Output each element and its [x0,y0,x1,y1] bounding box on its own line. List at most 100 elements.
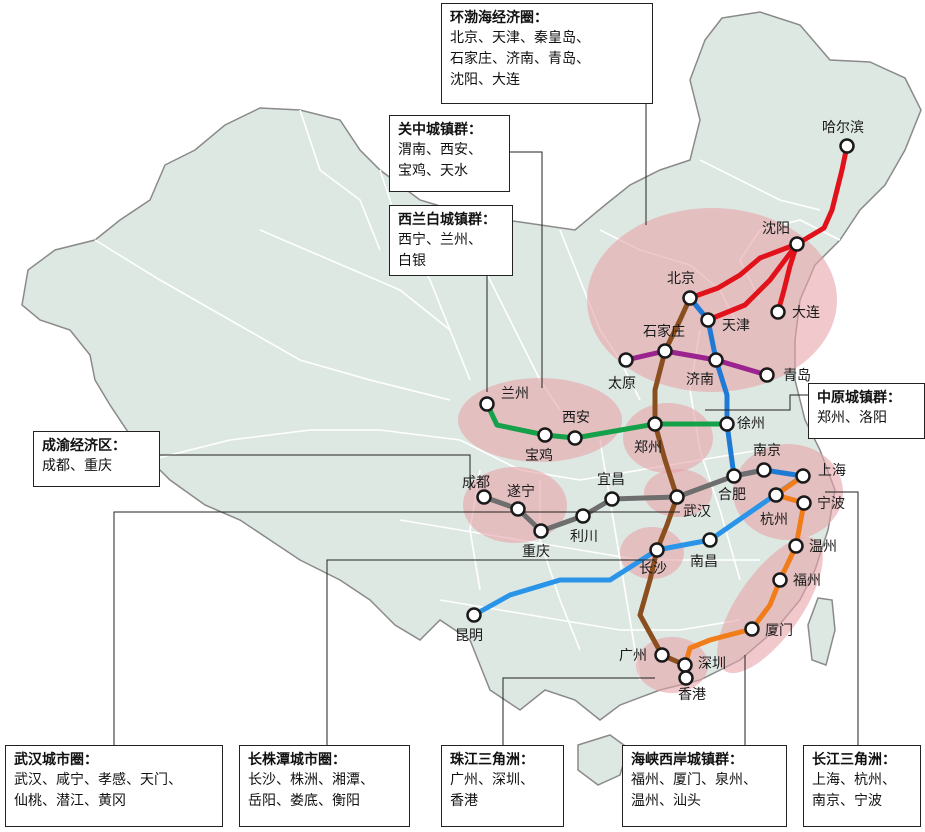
marker-qingdao [759,367,775,383]
region-zhongyuan [623,403,713,473]
marker-yichang [604,491,620,507]
city-labels: 哈尔滨 沈阳 大连 北京 天津 石家庄 太原 济南 青岛 徐州 郑州 西安 宝鸡… [455,120,864,703]
label-xuzhou: 徐州 [737,416,765,432]
label-guangzhou: 广州 [619,648,647,664]
callout-title: 海峡西岸城镇群： [631,752,743,768]
callout-body: 成都、重庆 [42,456,151,477]
marker-zhengzhou [647,416,663,432]
label-hongkong: 香港 [678,687,706,703]
label-chongqing: 重庆 [522,544,550,560]
callout-body: 广州、深圳、 香港 [450,770,555,812]
callout-line: 仙桃、潜江、黄冈 [14,793,126,809]
taiwan-island [807,597,836,666]
callout-line: 白银 [398,253,426,269]
marker-hongkong [678,670,694,686]
callout-huanbohai: 环渤海经济圈： 北京、天津、秦皇岛、 石家庄、济南、青岛、 沈阳、大连 [441,3,653,104]
callout-zhongyuan: 中原城镇群： 郑州、洛阳 [808,383,925,439]
label-ningbo: 宁波 [817,495,845,512]
callout-xilanbai: 西兰白城镇群： 西宁、兰州、 白银 [389,205,513,276]
label-lanzhou: 兰州 [501,386,529,402]
marker-xiamen [744,621,760,637]
callout-title: 珠江三角洲： [450,752,534,768]
label-nanchang: 南昌 [690,554,718,570]
callout-line: 福州、厦门、泉州、 [631,772,757,788]
callout-body: 郑州、洛阳 [817,408,916,429]
callout-line: 广州、深圳、 [450,772,534,788]
label-nanjing: 南京 [753,443,781,459]
label-changsha: 长沙 [639,561,667,577]
callout-title: 环渤海经济圈： [450,10,548,26]
callout-line: 武汉、咸宁、孝感、天门、 [14,772,182,788]
label-xian: 西安 [562,410,590,426]
callout-zhujiang: 珠江三角洲： 广州、深圳、 香港 [441,745,564,827]
callout-changzhutan: 长株潭城市圈： 长沙、株洲、湘潭、 岳阳、娄底、衡阳 [239,745,410,827]
marker-nanchang [702,532,718,548]
line-shanghai-shenzhen [682,473,807,681]
callout-title: 中原城镇群： [817,390,901,406]
label-wenzhou: 温州 [809,539,837,555]
marker-chongqing [533,523,549,539]
marker-kunming [466,607,482,623]
callout-changjiang: 长江三角洲： 上海、杭州、 南京、宁波 [803,745,921,827]
callout-body: 北京、天津、秦皇岛、 石家庄、济南、青岛、 沈阳、大连 [450,28,644,91]
callout-line: 郑州、洛阳 [817,410,887,426]
hainan-island [577,734,629,786]
marker-taiyuan [618,352,634,368]
marker-xian [567,430,583,446]
callout-title: 长江三角洲： [812,752,896,768]
marker-guangzhou [654,647,670,663]
callout-wuhan: 武汉城市圈： 武汉、咸宁、孝感、天门、 仙桃、潜江、黄冈 [5,745,223,827]
label-shenzhen: 深圳 [698,656,726,672]
callout-line: 西宁、兰州、 [398,232,482,248]
callout-body: 长沙、株洲、湘潭、 岳阳、娄底、衡阳 [248,770,401,812]
callout-body: 武汉、咸宁、孝感、天门、 仙桃、潜江、黄冈 [14,770,214,812]
callout-chengyu: 成渝经济区： 成都、重庆 [33,431,160,487]
label-shenyang: 沈阳 [762,221,790,237]
line-taiyuan-qingdao [623,348,770,378]
marker-wenzhou [788,538,804,554]
label-hangzhou: 杭州 [760,512,788,528]
marker-jinan [708,352,724,368]
marker-shenyang [789,236,805,252]
line-lanzhou-xuzhou [484,401,730,441]
marker-changsha [649,542,665,558]
label-harbin: 哈尔滨 [822,120,864,136]
callout-line: 香港 [450,793,478,809]
callout-line: 北京、天津、秦皇岛、 [450,30,590,46]
callout-line: 石家庄、济南、青岛、 [450,51,590,67]
label-wuhan: 武汉 [683,504,711,520]
callout-title: 成渝经济区： [42,438,126,454]
callout-line: 温州、汕头 [631,793,701,809]
callout-guanzhong: 关中城镇群： 渭南、西安、 宝鸡、天水 [389,115,510,192]
callout-body: 福州、厦门、泉州、 温州、汕头 [631,770,778,812]
callout-line: 渭南、西安、 [398,142,482,158]
marker-hangzhou [768,487,784,503]
marker-suining [510,501,526,517]
city-markers [466,138,855,686]
line-kunming-shanghai [471,473,806,618]
label-tianjin: 天津 [722,318,750,334]
marker-shenzhen [677,657,693,673]
label-jinan: 济南 [686,372,714,388]
callout-title: 西兰白城镇群： [398,212,496,228]
marker-ningbo [796,495,812,511]
marker-xuzhou [719,416,735,432]
callout-title: 武汉城市圈： [14,752,98,768]
marker-nanjing [756,462,772,478]
marker-beijing [682,290,698,306]
callout-title: 关中城镇群： [398,122,482,138]
marker-lichuan [575,508,591,524]
label-taiyuan: 太原 [608,376,636,392]
label-shanghai: 上海 [818,463,846,479]
marker-lanzhou [479,396,495,412]
label-qingdao: 青岛 [783,368,811,384]
marker-wuhan [669,489,685,505]
callout-body: 渭南、西安、 宝鸡、天水 [398,140,501,182]
label-yichang: 宜昌 [597,472,625,488]
marker-tianjin [700,312,716,328]
marker-hefei [726,468,742,484]
label-shijiazhuang: 石家庄 [643,323,685,340]
callout-body: 西宁、兰州、 白银 [398,230,504,272]
label-xiamen: 厦门 [765,623,793,639]
callout-line: 长沙、株洲、湘潭、 [248,772,374,788]
